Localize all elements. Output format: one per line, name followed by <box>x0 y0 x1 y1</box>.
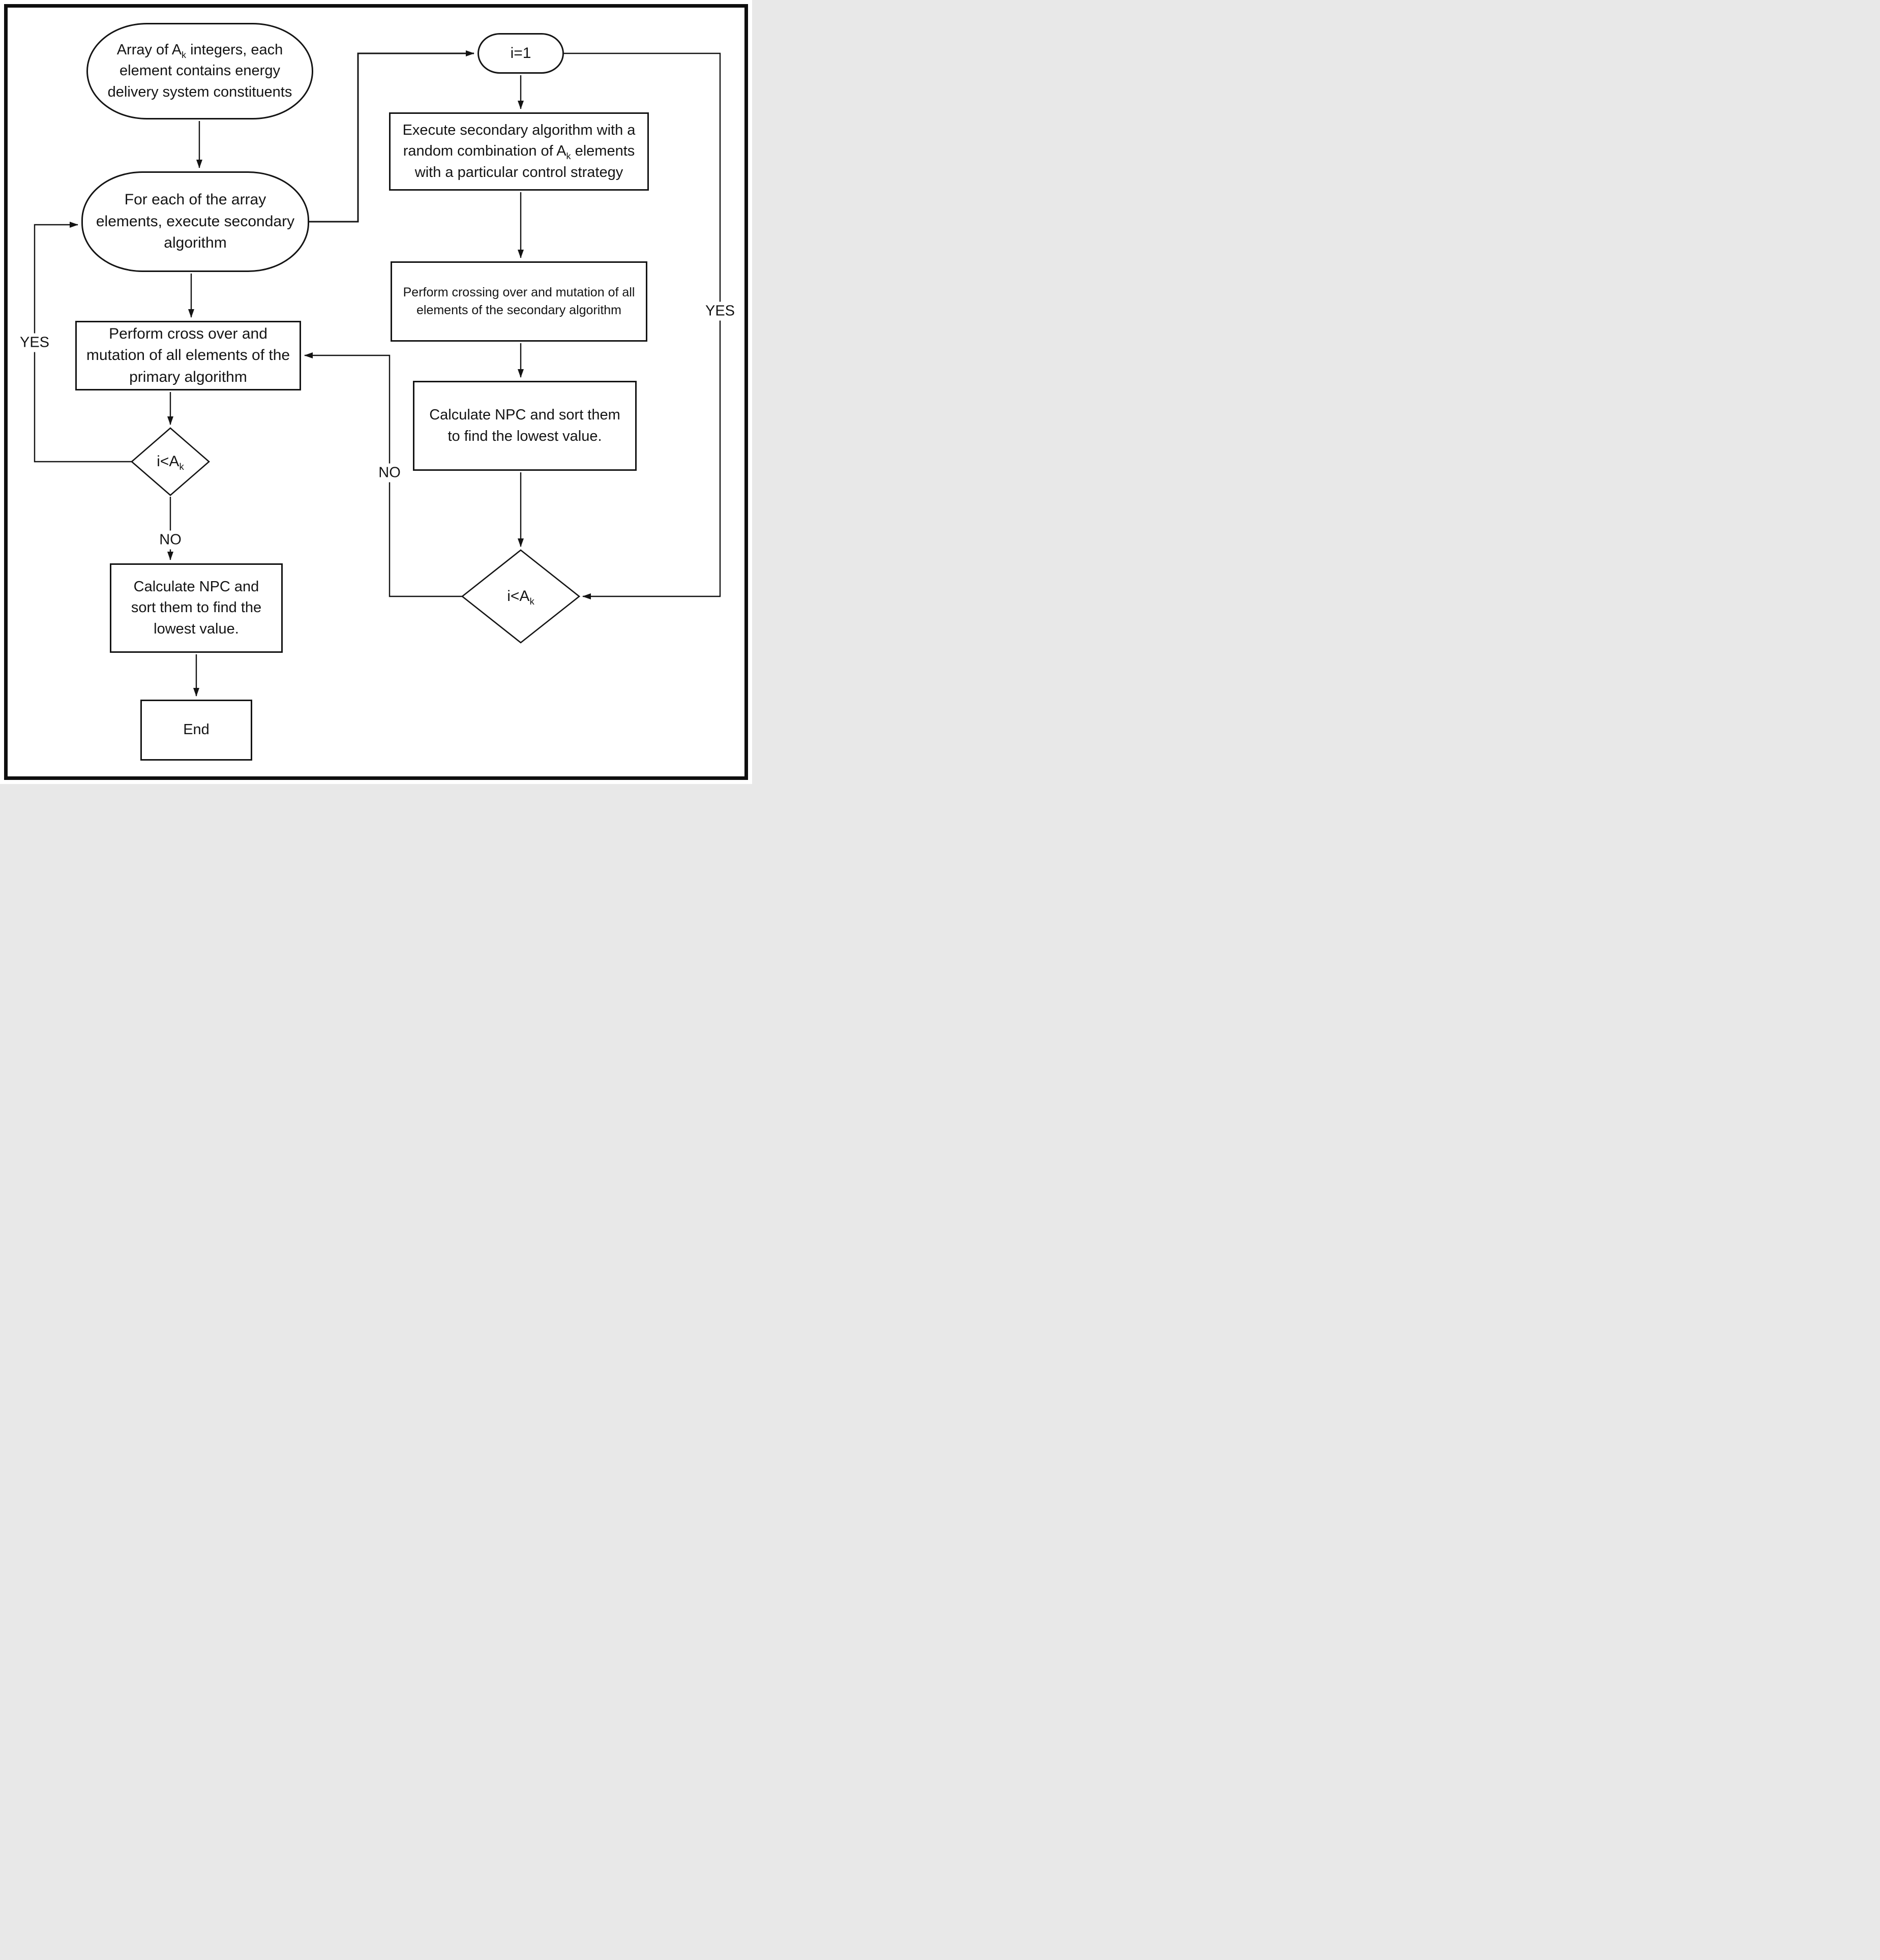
node-calc-npc-left-label: Calculate NPC and sort them to find the … <box>131 579 262 637</box>
node-for-each-label: For each of the array elements, execute … <box>96 191 295 252</box>
node-end-label: End <box>183 721 210 738</box>
node-crossover-secondary-label: Perform crossing over and mutation of al… <box>403 285 635 318</box>
node-decision-right-label: i<Ak <box>507 588 534 607</box>
node-decision-left-label: i<Ak <box>157 453 184 472</box>
node-exec-secondary: Execute secondary algorithm with a rando… <box>389 112 649 191</box>
node-calc-npc-left: Calculate NPC and sort them to find the … <box>110 563 283 653</box>
label-no-right: NO <box>375 463 404 483</box>
node-end: End <box>140 700 252 761</box>
node-calc-npc-right-label: Calculate NPC and sort them to find the … <box>429 407 620 444</box>
flowchart-canvas: Array of Ak integers, each element conta… <box>0 0 752 784</box>
node-exec-secondary-label: Execute secondary algorithm with a rando… <box>402 122 636 180</box>
node-crossover-secondary: Perform crossing over and mutation of al… <box>391 261 647 342</box>
edge-yes-right-loop <box>564 52 721 599</box>
node-calc-npc-right: Calculate NPC and sort them to find the … <box>413 381 637 471</box>
figure-border <box>4 4 748 780</box>
decision-left-diamond <box>131 427 210 496</box>
node-crossover-primary-label: Perform cross over and mutation of all e… <box>86 325 290 385</box>
decision-right-diamond <box>461 549 581 644</box>
node-init-i: i=1 <box>478 33 564 74</box>
node-crossover-primary: Perform cross over and mutation of all e… <box>75 321 301 390</box>
label-yes-left: YES <box>16 333 53 352</box>
edge-foreach-to-init <box>309 50 474 223</box>
label-no-left: NO <box>156 530 185 550</box>
node-init-i-label: i=1 <box>510 44 531 62</box>
node-array-input-label: Array of Ak integers, each element conta… <box>107 42 292 100</box>
label-yes-right: YES <box>702 301 738 321</box>
node-array-input: Array of Ak integers, each element conta… <box>86 23 313 119</box>
node-for-each: For each of the array elements, execute … <box>81 171 309 272</box>
